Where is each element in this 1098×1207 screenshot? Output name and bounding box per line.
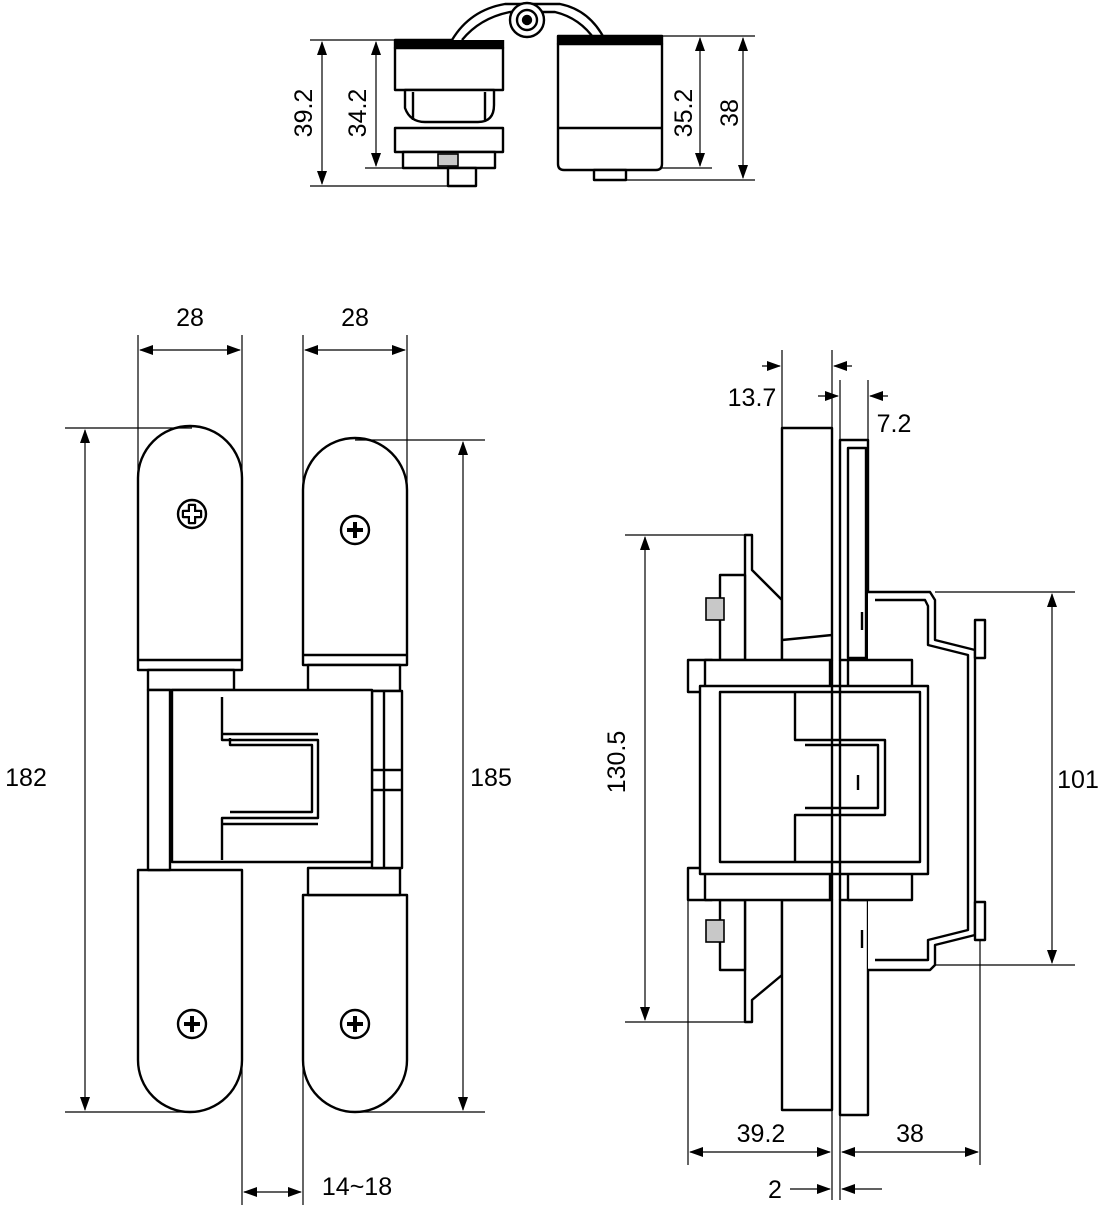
side-dim-39-2: 39.2 — [737, 1120, 786, 1148]
top-view-right-block — [556, 34, 664, 182]
top-view: 39.2 34.2 35.2 38 — [290, 1, 755, 188]
front-view: 28 28 182 185 14~18 — [5, 304, 512, 1205]
front-center-body — [170, 688, 374, 864]
side-dim-101: 101 — [1057, 766, 1098, 794]
front-left-leaf-bottom — [136, 868, 244, 1114]
side-dim-130-5: 130.5 — [603, 731, 631, 794]
front-dim-right-width: 28 — [341, 304, 369, 332]
top-view-dim-35-2: 35.2 — [670, 89, 698, 138]
top-view-dim-38: 38 — [716, 99, 744, 127]
front-dim-right-height: 185 — [470, 764, 512, 792]
top-view-left-block — [393, 38, 505, 188]
top-view-arm — [450, 1, 607, 41]
front-dim-left-height: 182 — [5, 764, 47, 792]
side-dim-13-7: 13.7 — [728, 384, 777, 412]
front-right-leaf-bottom — [301, 893, 409, 1114]
side-view: 13.7 7.2 130.5 101 39.2 38 2 — [603, 350, 1098, 1204]
side-dim-2: 2 — [768, 1176, 782, 1204]
front-left-leaf-top — [136, 424, 244, 672]
side-center-mechanism — [686, 658, 930, 902]
front-right-leaf-top — [301, 436, 409, 667]
front-dim-gap: 14~18 — [322, 1173, 392, 1201]
front-dim-left-width: 28 — [176, 304, 204, 332]
side-dim-38: 38 — [896, 1120, 924, 1148]
top-view-dim-39-2: 39.2 — [290, 89, 318, 138]
top-view-dim-34-2: 34.2 — [344, 89, 372, 138]
side-dim-7-2: 7.2 — [877, 410, 912, 438]
